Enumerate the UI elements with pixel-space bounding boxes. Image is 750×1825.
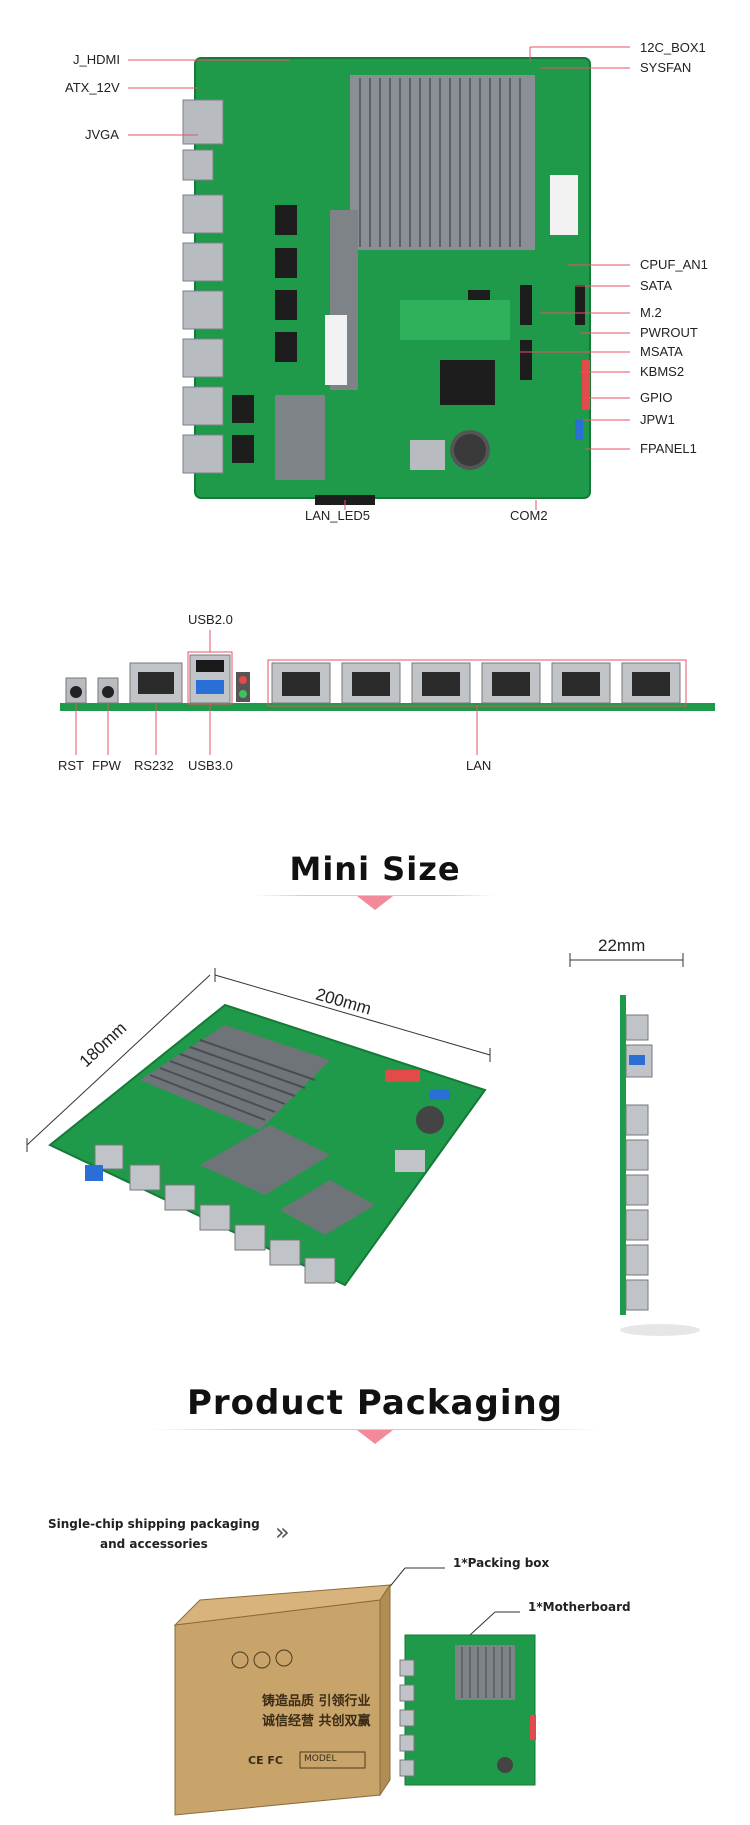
- box-text-line2: 诚信经营 共创双赢: [262, 1714, 371, 1729]
- label-fpw: FPW: [92, 758, 121, 773]
- packaging-desc-line2: and accessories: [100, 1537, 208, 1551]
- board-perspective-illustration: [26, 953, 700, 1336]
- label-12c-box1: 12C_BOX1: [640, 40, 706, 55]
- label-m2: M.2: [640, 305, 662, 320]
- label-pwrout: PWROUT: [640, 325, 698, 340]
- label-cpuf-an1: CPUF_AN1: [640, 257, 708, 272]
- board-top-view: J_HDMI ATX_12V JVGA 12C_BOX1 SYSFAN CPUF…: [0, 0, 750, 523]
- label-usb3: USB3.0: [188, 758, 233, 773]
- label-rs232: RS232: [134, 758, 174, 773]
- label-com2: COM2: [510, 508, 548, 523]
- label-lan: LAN: [466, 758, 492, 773]
- label-sysfan: SYSFAN: [640, 60, 692, 75]
- label-sata: SATA: [640, 278, 673, 293]
- double-chevron-icon: »: [275, 1518, 290, 1546]
- label-lan-led5: LAN_LED5: [305, 508, 371, 523]
- motherboard-label: 1*Motherboard: [528, 1600, 631, 1614]
- dim-22: 22mm: [598, 936, 646, 955]
- packaging-marker: [357, 1430, 393, 1444]
- box-certification-marks: CE FC: [248, 1754, 284, 1767]
- label-atx-12v: ATX_12V: [65, 80, 120, 95]
- packing-box-label: 1*Packing box: [453, 1556, 550, 1570]
- mini-size-figure: 200mm 180mm 22mm: [0, 936, 750, 1340]
- label-jvga: JVGA: [85, 127, 119, 142]
- box-text-line1: 铸造品质 引领行业: [262, 1694, 371, 1709]
- board-illustration: [128, 46, 630, 510]
- label-gpio: GPIO: [640, 390, 673, 405]
- label-rst: RST: [58, 758, 84, 773]
- packaging-title: Product Packaging: [186, 1383, 564, 1423]
- box-model-label: MODEL: [304, 1754, 337, 1764]
- label-usb2: USB2.0: [188, 612, 233, 627]
- packaging-desc-line1: Single-chip shipping packaging: [48, 1517, 260, 1531]
- label-fpanel1: FPANEL1: [640, 441, 697, 456]
- mini-size-title: Mini Size: [289, 850, 461, 888]
- io-side-view: USB2.0 RST FPW RS232 USB3.0 LAN: [0, 600, 750, 780]
- label-msata: MSATA: [640, 344, 683, 359]
- label-j-hdmi: J_HDMI: [73, 52, 120, 67]
- mini-size-divider: [255, 895, 495, 896]
- io-panel-illustration: [60, 630, 715, 755]
- label-kbms2: KBMS2: [640, 364, 685, 379]
- mini-size-marker: [357, 896, 393, 910]
- packaging-figure: 1*Packing box 1*Motherboard 铸造品质 引领行业 诚信…: [0, 1540, 750, 1825]
- packaging-divider: [150, 1429, 600, 1430]
- packaging-illustration: [173, 1567, 536, 1816]
- label-jpw1: JPW1: [640, 412, 675, 427]
